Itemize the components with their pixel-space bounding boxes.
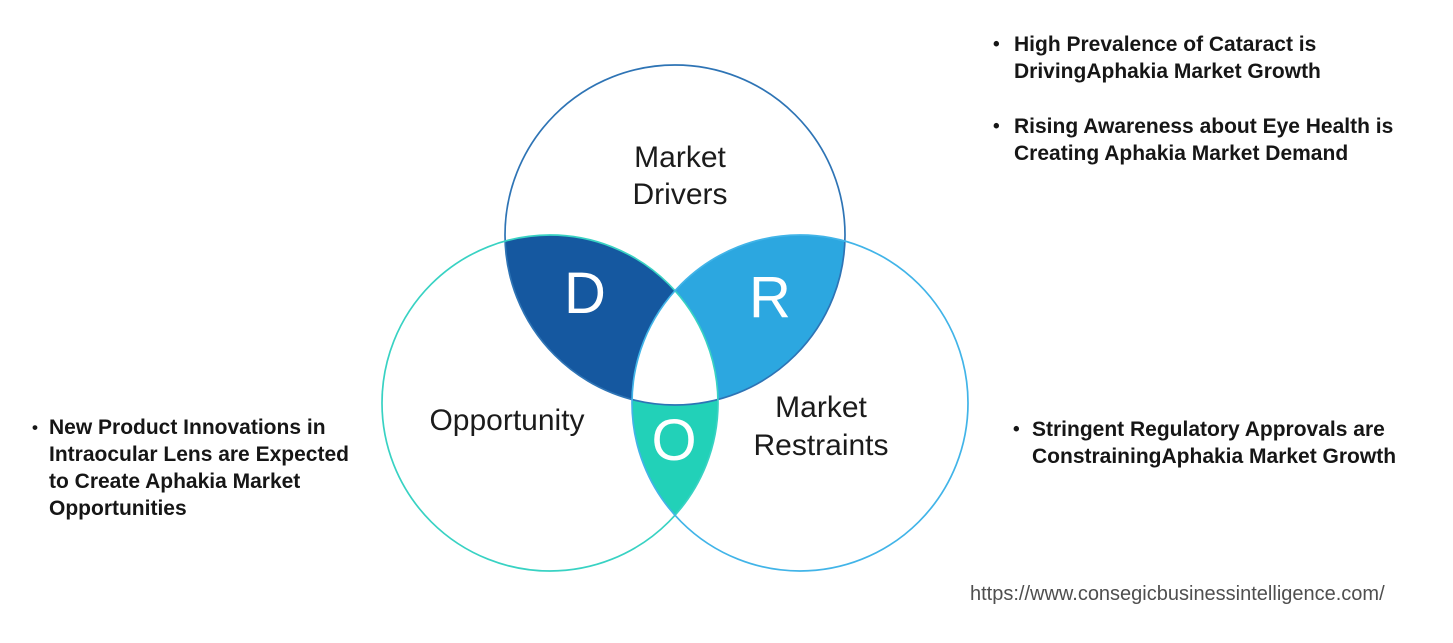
bullet-icon: •	[32, 418, 38, 437]
drivers-circle-outline	[504, 64, 846, 406]
list-item: • New Product Innovations in Intraocular…	[32, 414, 392, 522]
restraints-label-line1: Market	[775, 391, 867, 424]
d-region-letter: D	[564, 261, 606, 326]
restraints-bullet-text: Stringent Regulatory Approvals are Const…	[1032, 418, 1397, 468]
list-item: • High Prevalence of Cataract is Driving…	[993, 31, 1423, 85]
website-url: https://www.consegicbusinessintelligence…	[970, 583, 1385, 605]
r-region-letter: R	[749, 265, 791, 330]
opportunity-label: Opportunity	[429, 404, 584, 437]
bullet-icon: •	[1013, 419, 1020, 440]
list-item: • Rising Awareness about Eye Health is C…	[993, 113, 1423, 167]
o-region-letter: O	[651, 408, 696, 473]
opportunity-circle-outline	[381, 234, 719, 572]
driver-bullet-text-2: Rising Awareness about Eye Health is Cre…	[1014, 115, 1394, 165]
restraints-label-line2: Restraints	[753, 429, 888, 462]
drivers-label-line2: Drivers	[633, 178, 728, 211]
drivers-label-line1: Market	[634, 141, 726, 174]
bullet-icon: •	[993, 116, 1000, 137]
opportunity-bullet-text: New Product Innovations in Intraocular L…	[49, 416, 349, 520]
restraints-circle-outline	[631, 234, 969, 572]
list-item: • Stringent Regulatory Approvals are Con…	[1013, 416, 1423, 470]
opportunity-bullet-list: • New Product Innovations in Intraocular…	[32, 414, 392, 522]
drivers-bullet-list: • High Prevalence of Cataract is Driving…	[993, 31, 1423, 167]
restraints-bullet-list: • Stringent Regulatory Approvals are Con…	[1013, 416, 1423, 470]
driver-bullet-text-1: High Prevalence of Cataract is DrivingAp…	[1014, 33, 1321, 83]
bullet-icon: •	[993, 34, 1000, 55]
